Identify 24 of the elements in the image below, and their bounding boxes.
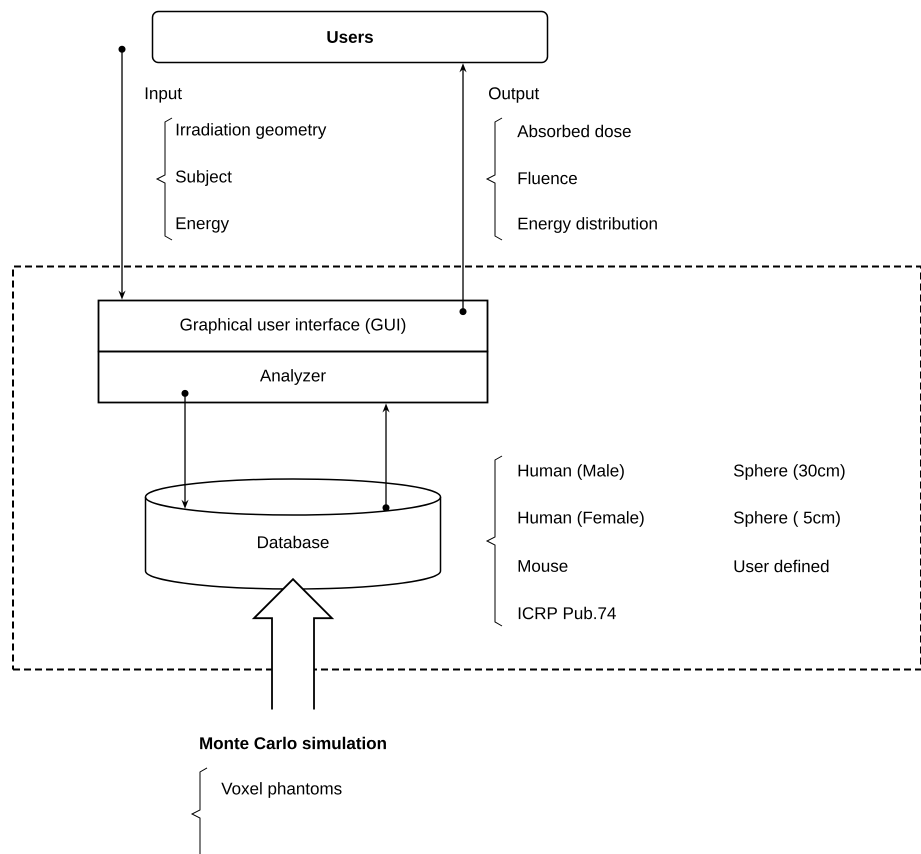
label-text: Sphere ( 5cm) <box>734 511 840 527</box>
label-text: Energy <box>176 217 230 233</box>
label-text: Sphere (30cm) <box>734 464 845 480</box>
label-text: Mouse <box>518 560 568 572</box>
block-arrow <box>252 578 334 710</box>
layer-box: Graphical user interface (GUI) <box>98 300 488 352</box>
label-text: Absorbed dose <box>517 124 631 138</box>
label-text: Irradiation geometry <box>176 123 326 139</box>
heading-text: Monte Carlo simulation <box>200 736 386 750</box>
label-text: Energy distribution <box>518 217 657 233</box>
database-cylinder: Database <box>144 478 442 590</box>
label-text: Input <box>146 87 182 103</box>
label-text: Subject <box>176 170 232 186</box>
node-label: Database <box>258 536 329 548</box>
users-box: Users <box>152 10 548 64</box>
label-text: Human (Male) <box>518 464 624 480</box>
label-text: Voxel phantoms <box>221 782 342 798</box>
layer-box: Analyzer <box>98 350 488 404</box>
label-text: User defined <box>734 560 828 572</box>
label-text: Human (Female) <box>518 511 644 527</box>
label-text: Output <box>489 87 540 103</box>
label-text: Fluence <box>518 172 577 184</box>
dashed-frame <box>12 266 921 670</box>
label-text: ICRP Pub.74 <box>518 606 616 620</box>
